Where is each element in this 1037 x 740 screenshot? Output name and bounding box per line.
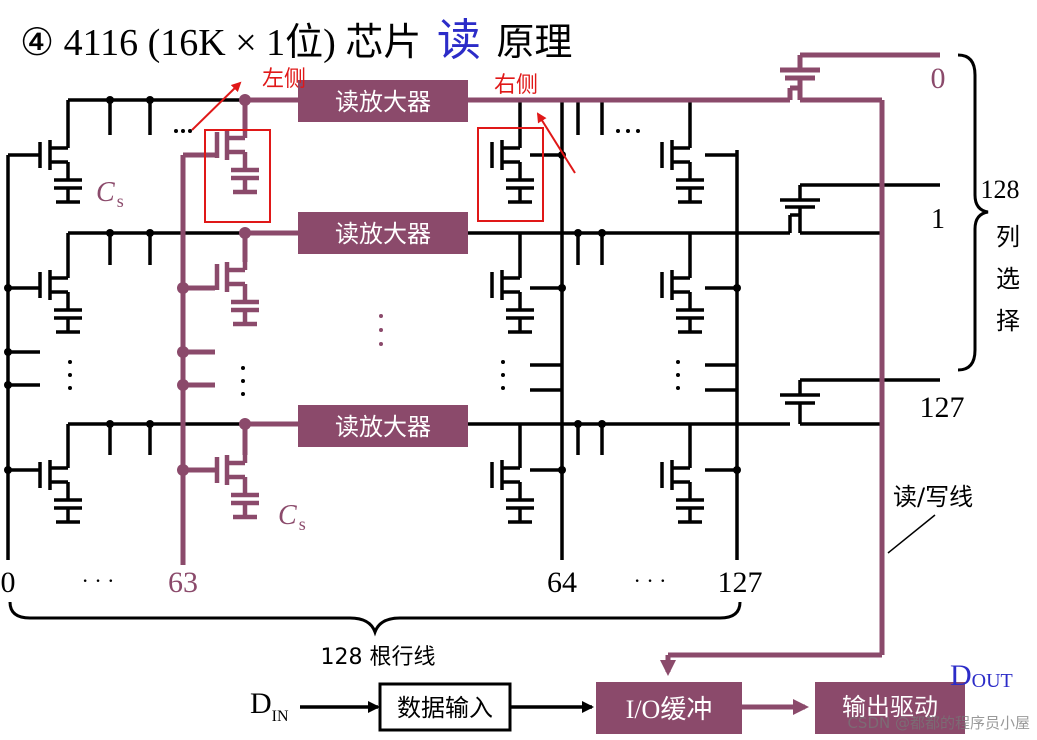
data-input-box: 数据输入 bbox=[378, 682, 512, 732]
black-junction-dots bbox=[4, 96, 741, 474]
sense-amp-127-label: 读放大器 bbox=[335, 413, 431, 441]
cell-selected-0 bbox=[214, 130, 259, 195]
black-wiring bbox=[6, 98, 940, 713]
left-side-label: 左侧 bbox=[262, 67, 306, 92]
cell-left-1 bbox=[38, 270, 82, 334]
sense-amp-0-label: 读放大器 bbox=[335, 88, 431, 116]
title-suffix: 原理 bbox=[496, 22, 572, 64]
row-line-caption: 128 根行线 bbox=[321, 645, 436, 670]
right-side-label: 右侧 bbox=[494, 73, 538, 98]
title-prefix: ④ 4116 (16K × 1位) 芯片 bbox=[20, 22, 421, 64]
rw-line-pointer bbox=[887, 514, 936, 554]
column-select-char-2: 选 bbox=[996, 265, 1020, 293]
cell-right64-0 bbox=[490, 140, 534, 204]
cell-right127-127 bbox=[660, 460, 704, 524]
title-highlight: 读 bbox=[437, 16, 481, 65]
right-annotation-arrow bbox=[536, 112, 576, 174]
rw-line-label: 读/写线 bbox=[893, 483, 973, 511]
cell-right127-1 bbox=[660, 270, 704, 334]
sense-amp-0: 读放大器 bbox=[298, 80, 468, 122]
row-brace bbox=[8, 601, 742, 637]
column-label-1: 1 bbox=[931, 204, 945, 235]
sense-amp-1-label: 读放大器 bbox=[335, 220, 431, 248]
column-select-count: 128 bbox=[981, 175, 1020, 204]
row-label-63: 63 bbox=[168, 566, 198, 599]
cell-left-127 bbox=[38, 460, 82, 524]
din-label: DIN bbox=[250, 687, 289, 725]
ellipsis-dots bbox=[68, 129, 680, 396]
column-brace bbox=[957, 53, 989, 372]
cell-selected-127 bbox=[214, 455, 259, 520]
row-label-64: 64 bbox=[547, 566, 577, 599]
cell-right64-127 bbox=[490, 460, 534, 524]
selected-junction-dots bbox=[177, 94, 251, 476]
output-driver-box: 输出驱动 bbox=[815, 682, 965, 734]
title: ④ 4116 (16K × 1位) 芯片 读 原理 bbox=[20, 16, 572, 65]
row-ellipsis-right: · · · bbox=[634, 568, 667, 593]
sense-amp-1: 读放大器 bbox=[298, 212, 468, 254]
left-cell-highlight bbox=[204, 129, 271, 223]
column-select-char-3: 择 bbox=[996, 307, 1020, 335]
cell-right64-1 bbox=[490, 270, 534, 334]
io-buffer-box: I/O缓冲 bbox=[596, 682, 742, 734]
ellipsis-dots-accent bbox=[379, 314, 383, 346]
io-buffer-label: I/O缓冲 bbox=[626, 695, 713, 724]
dout-label: DOUT bbox=[950, 659, 1013, 692]
column-label-0: 0 bbox=[931, 62, 946, 95]
cell-right127-0 bbox=[660, 140, 704, 204]
row-label-127: 127 bbox=[718, 566, 763, 599]
output-driver-label: 输出驱动 bbox=[842, 693, 938, 721]
watermark: CSDN @都都的程序员小屋 bbox=[847, 714, 1030, 732]
row-label-0: 0 bbox=[1, 566, 16, 599]
left-annotation-arrow bbox=[191, 81, 242, 131]
right-cell-highlight bbox=[477, 127, 544, 222]
cell-selected-1 bbox=[214, 262, 259, 327]
data-input-label: 数据输入 bbox=[397, 694, 493, 722]
row-ellipsis-left: · · · bbox=[82, 568, 115, 593]
cell-left-0 bbox=[38, 140, 82, 204]
sense-amp-127: 读放大器 bbox=[298, 405, 468, 447]
column-select-char-1: 列 bbox=[996, 223, 1020, 251]
column-label-127: 127 bbox=[920, 391, 965, 424]
memory-cells bbox=[38, 130, 704, 524]
